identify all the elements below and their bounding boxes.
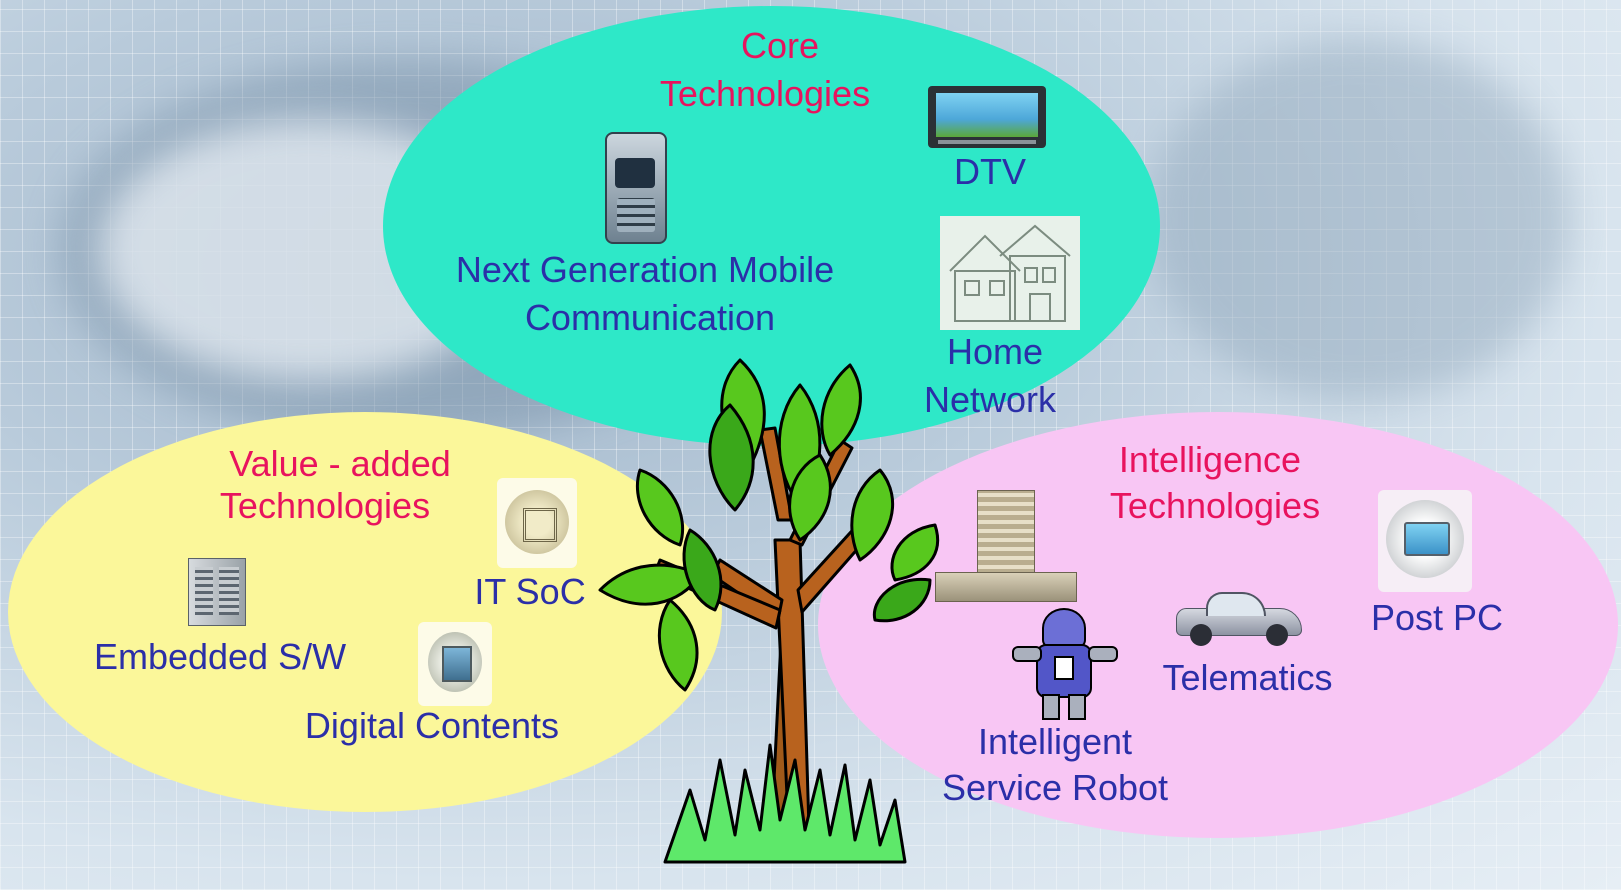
telematics-label: Telematics (1162, 657, 1333, 698)
digital-contents-icon (418, 622, 492, 706)
value-heading-line2: Technologies (219, 485, 431, 526)
it-soc-label: IT SoC (474, 571, 586, 612)
soc-chip-icon (497, 478, 577, 568)
building-icon (935, 490, 1077, 606)
mobile-label-line2: Communication (524, 297, 776, 338)
embedded-sw-label: Embedded S/W (93, 636, 347, 677)
core-heading-line2: Technologies (659, 73, 871, 114)
dtv-icon (928, 86, 1046, 148)
mobile-phone-icon (605, 132, 667, 244)
robot-label-line2: Service Robot (941, 767, 1169, 808)
value-heading-line1: Value - added (229, 443, 451, 484)
dtv-label: DTV (954, 151, 1026, 192)
intelligence-heading-line1: Intelligence (1118, 439, 1302, 480)
car-icon (1176, 588, 1304, 650)
post-pc-label: Post PC (1370, 597, 1504, 638)
background-photo-dark (1150, 40, 1570, 400)
intelligence-heading-line2: Technologies (1109, 485, 1321, 526)
house-icon (940, 216, 1080, 330)
core-heading-line1: Core (740, 25, 820, 66)
home-network-label-line2: Network (923, 379, 1057, 420)
mobile-label-line1: Next Generation Mobile (455, 249, 835, 290)
server-rack-icon (188, 558, 246, 626)
home-network-label-line1: Home (946, 331, 1044, 372)
value-added-ellipse (8, 412, 722, 812)
robot-label-line1: Intelligent (977, 721, 1133, 762)
post-pc-icon (1378, 490, 1472, 592)
robot-icon (1008, 598, 1118, 720)
digital-contents-label: Digital Contents (304, 705, 560, 746)
